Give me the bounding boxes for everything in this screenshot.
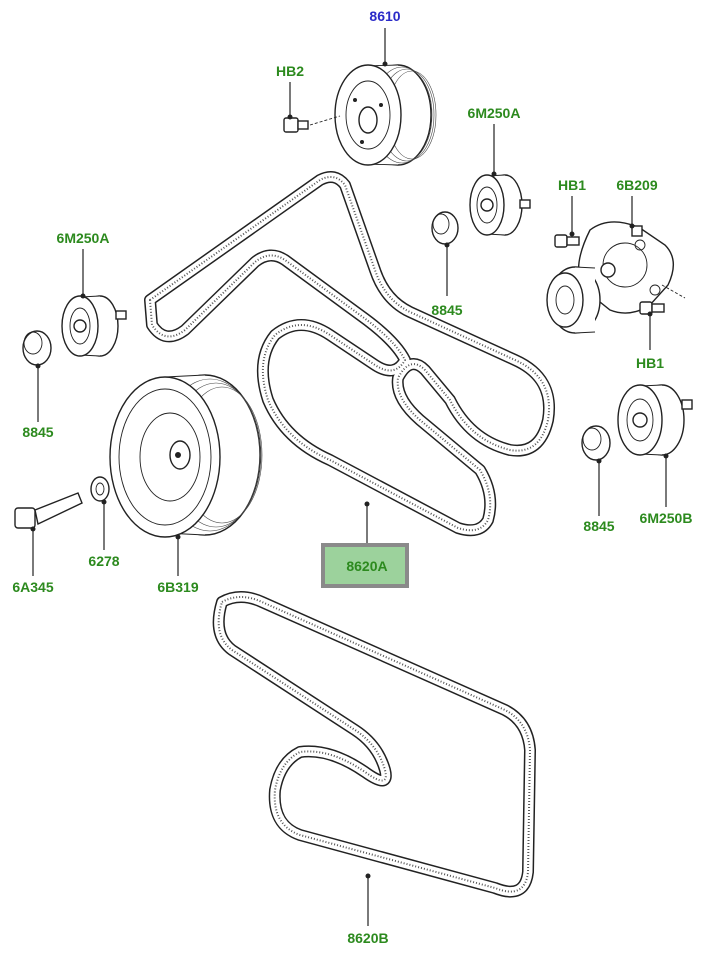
washer[interactable] [90,476,110,502]
label-8845-left[interactable]: 8845 [22,424,53,440]
bolt-hb1-bottom[interactable] [639,301,665,315]
idler-pulley-upper[interactable] [469,174,531,236]
label-8620b[interactable]: 8620B [347,930,388,946]
label-hb1-bottom[interactable]: HB1 [636,355,664,371]
dust-cap-upper-right[interactable] [431,211,459,245]
label-8845-upper-right[interactable]: 8845 [431,302,462,318]
idler-pulley-left[interactable] [61,295,127,357]
idler-pulley-right[interactable] [617,384,693,456]
label-6278[interactable]: 6278 [88,553,119,569]
belt-tensioner[interactable] [546,221,686,334]
water-pump-pulley[interactable] [334,64,437,166]
belt-8620B[interactable] [212,591,536,898]
label-8845-right[interactable]: 8845 [583,518,614,534]
bolt-hb2[interactable] [283,115,341,133]
label-8620a[interactable]: 8620A [346,558,387,574]
bolt-hb1-top[interactable] [554,234,580,248]
label-hb2[interactable]: HB2 [276,63,304,79]
crankshaft-pulley[interactable] [109,374,263,538]
label-hb1-top[interactable]: HB1 [558,177,586,193]
dust-cap-right[interactable] [581,425,611,461]
label-6m250b[interactable]: 6M250B [640,510,693,526]
label-6a345[interactable]: 6A345 [12,579,53,595]
belt-8620A[interactable] [144,170,555,537]
part-labels: 8610 HB2 6M250A HB1 6B209 6M250A 8845 HB… [12,8,692,946]
leader-lines [30,28,669,926]
highlight-box-8620A[interactable] [321,543,409,588]
label-6b209[interactable]: 6B209 [616,177,657,193]
label-6m250a-left[interactable]: 6M250A [57,230,110,246]
crankshaft-bolt[interactable] [14,492,83,529]
dust-cap-left[interactable] [22,330,52,366]
label-8610[interactable]: 8610 [369,8,400,24]
label-6m250a-upper[interactable]: 6M250A [468,105,521,121]
label-6b319[interactable]: 6B319 [157,579,198,595]
